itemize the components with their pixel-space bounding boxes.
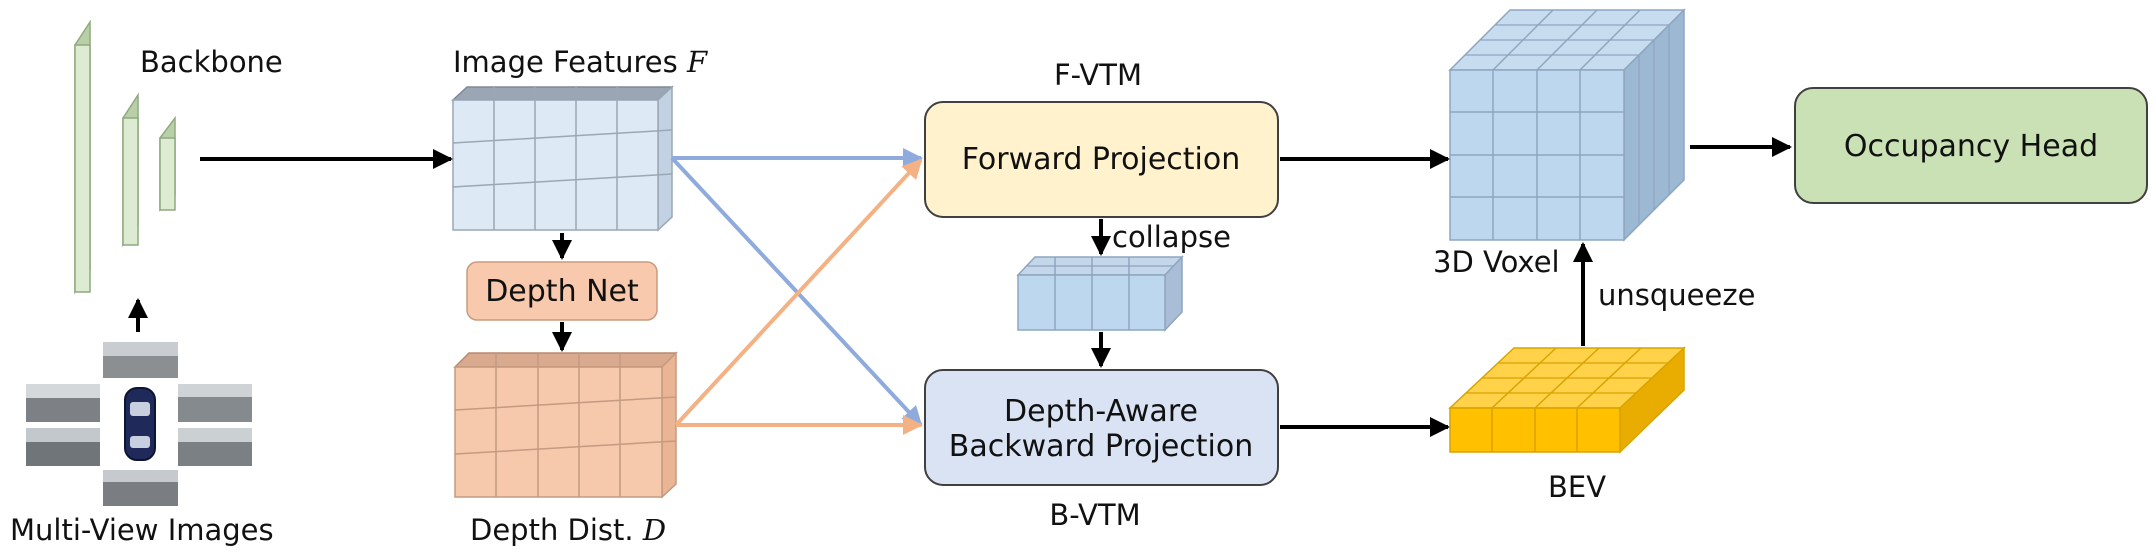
occupancy-head-label: Occupancy Head <box>1844 129 2098 164</box>
multi-view-images <box>26 342 252 506</box>
multi-view-label: Multi-View Images <box>10 513 274 547</box>
fvtm-label: F-VTM <box>1054 58 1142 92</box>
feature-arrows <box>670 148 923 435</box>
bvtm-label: B-VTM <box>1049 498 1140 532</box>
occupancy-head-box <box>1794 87 2148 204</box>
flow-arrows <box>128 137 1792 437</box>
forward-projection-box <box>924 101 1279 218</box>
collapse-label: collapse <box>1112 220 1231 254</box>
backbone-label: Backbone <box>140 45 283 79</box>
voxel-cube <box>1448 8 1686 242</box>
arrow-dist-to-forward <box>674 158 923 427</box>
voxel-label: 3D Voxel <box>1433 245 1560 279</box>
backbone-block <box>74 19 176 295</box>
depth-net-label: Depth Net <box>485 274 639 309</box>
backward-projection-label-line1: Depth-Aware <box>1004 394 1198 429</box>
depth-dist-label: Depth Dist. D <box>470 513 666 547</box>
backward-projection-label-line2: Backward Projection <box>949 429 1253 464</box>
backward-projection-box <box>924 369 1279 486</box>
bev-tensor <box>1448 346 1686 454</box>
image-features-label: Image Features F <box>453 45 708 79</box>
car-icon <box>124 387 156 461</box>
arrow-features-to-backward <box>670 156 923 427</box>
unsqueeze-label: unsqueeze <box>1598 278 1755 312</box>
depth-dist-tensor <box>453 351 678 499</box>
forward-projection-label: Forward Projection <box>962 142 1241 177</box>
bev-label: BEV <box>1548 470 1606 504</box>
depth-net-box <box>466 261 658 321</box>
collapsed-feature-tensor <box>1016 255 1184 332</box>
image-features-tensor <box>451 85 674 232</box>
